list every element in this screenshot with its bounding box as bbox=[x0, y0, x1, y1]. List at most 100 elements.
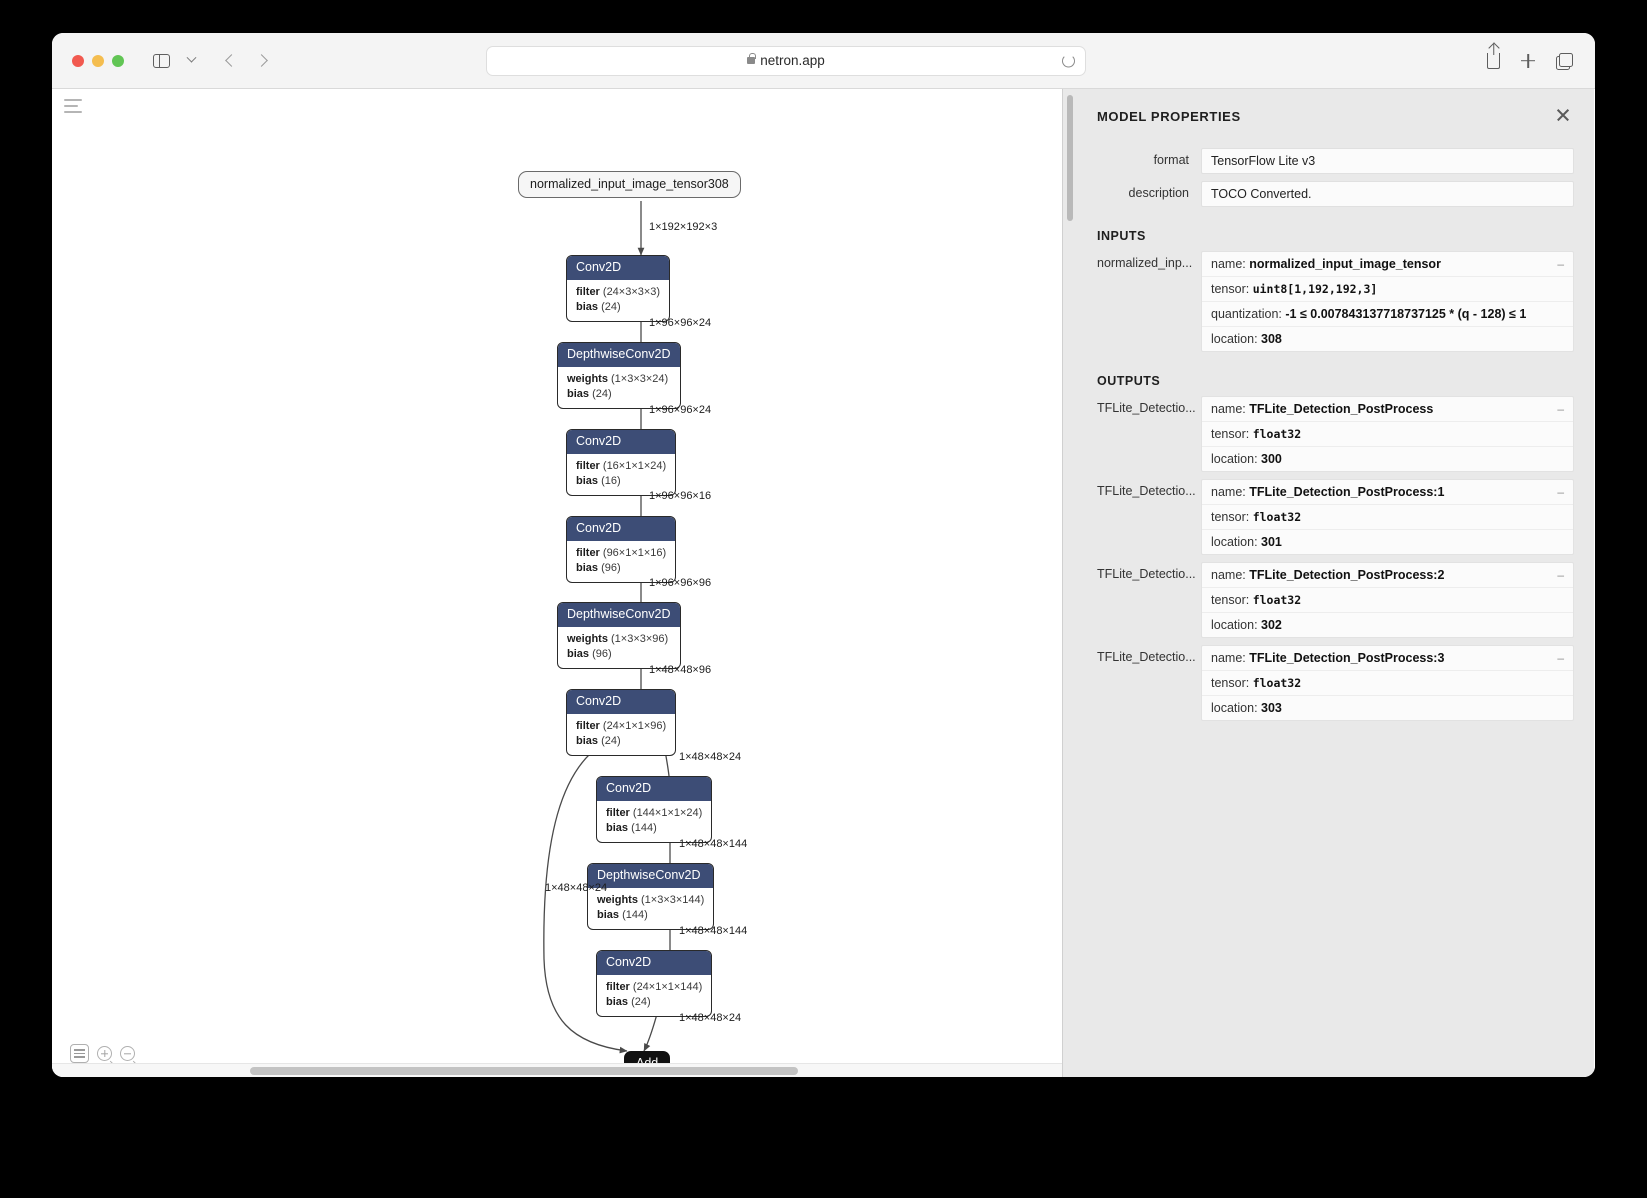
property-row-description: description TOCO Converted. bbox=[1097, 181, 1574, 207]
properties-scrollbar-thumb[interactable] bbox=[1067, 95, 1073, 221]
graph-node-conv2d-2[interactable]: Conv2D filter (16×1×1×24) bias (16) bbox=[566, 429, 677, 497]
zoom-in-button[interactable] bbox=[97, 1046, 112, 1061]
node-attr-value: (144) bbox=[622, 909, 648, 922]
share-icon[interactable] bbox=[1487, 52, 1500, 69]
node-attr-value: (24) bbox=[631, 996, 651, 1009]
node-attr-key: filter bbox=[606, 981, 630, 994]
sidebar-dropdown-button[interactable] bbox=[176, 47, 206, 75]
maximize-window-button[interactable] bbox=[112, 54, 124, 67]
node-attr-value: (1×3×3×96) bbox=[611, 633, 669, 646]
input-card[interactable]: – name: normalized_input_image_tensor te… bbox=[1201, 251, 1574, 352]
collapse-toggle[interactable]: – bbox=[1557, 568, 1564, 582]
node-attr-value: (24) bbox=[601, 735, 621, 748]
field-key: location: bbox=[1211, 535, 1262, 549]
field-value: TFLite_Detection_PostProcess:3 bbox=[1249, 651, 1445, 665]
graph-node-conv2d-4[interactable]: Conv2D filter (24×1×1×96) bias (24) bbox=[566, 689, 677, 757]
minimize-window-button[interactable] bbox=[92, 54, 104, 67]
output-name-label: TFLite_Detectio... bbox=[1097, 567, 1196, 581]
plus-icon[interactable] bbox=[1520, 53, 1536, 69]
output-card[interactable]: – name: TFLite_Detection_PostProcess:1 t… bbox=[1201, 479, 1574, 555]
property-row-format: format TensorFlow Lite v3 bbox=[1097, 148, 1574, 174]
collapse-toggle[interactable]: – bbox=[1557, 257, 1564, 271]
node-attr-key: bias bbox=[567, 648, 590, 661]
field-value: TFLite_Detection_PostProcess bbox=[1249, 402, 1434, 416]
output-field-location: location: 301 bbox=[1202, 530, 1573, 554]
output-field-location: location: 300 bbox=[1202, 447, 1573, 471]
field-key: name: bbox=[1211, 257, 1250, 271]
graph-node-conv2d-3[interactable]: Conv2D filter (96×1×1×16) bias (96) bbox=[566, 516, 677, 584]
edge-label: 1×96×96×24 bbox=[649, 404, 712, 416]
field-value: TFLite_Detection_PostProcess:1 bbox=[1249, 485, 1445, 499]
graph-node-conv2d-5[interactable]: Conv2D filter (144×1×1×24) bias (144) bbox=[596, 776, 713, 844]
horizontal-scrollbar[interactable] bbox=[52, 1063, 1062, 1077]
reload-icon[interactable] bbox=[1062, 54, 1075, 67]
edge-label: 1×48×48×144 bbox=[679, 838, 748, 850]
node-type-label: Conv2D bbox=[597, 951, 712, 976]
node-attr-value: (144×1×1×24) bbox=[632, 807, 703, 820]
field-key: tensor: bbox=[1211, 593, 1253, 607]
graph-node-input[interactable]: normalized_input_image_tensor308 bbox=[518, 171, 741, 198]
output-entry: TFLite_Detectio... – name: TFLite_Detect… bbox=[1097, 562, 1574, 638]
node-type-label: DepthwiseConv2D bbox=[588, 864, 714, 889]
output-card[interactable]: – name: TFLite_Detection_PostProcess ten… bbox=[1201, 396, 1574, 472]
graph-node-depthwiseconv2d-2[interactable]: DepthwiseConv2D weights (1×3×3×96) bias … bbox=[557, 602, 681, 670]
collapse-toggle[interactable]: – bbox=[1557, 651, 1564, 665]
hamburger-menu-icon[interactable] bbox=[64, 99, 82, 113]
field-value: normalized_input_image_tensor bbox=[1249, 257, 1441, 271]
input-node-label: normalized_input_image_tensor308 bbox=[518, 171, 741, 198]
output-field-tensor: tensor: float32 bbox=[1202, 505, 1573, 530]
field-key: tensor: bbox=[1211, 282, 1253, 296]
field-key: tensor: bbox=[1211, 427, 1253, 441]
node-attr-key: filter bbox=[606, 807, 630, 820]
node-attr-value: (24×1×1×144) bbox=[632, 981, 703, 994]
forward-button[interactable] bbox=[246, 47, 276, 75]
sidebar-toggle-button[interactable] bbox=[146, 47, 176, 75]
field-key: name: bbox=[1211, 651, 1250, 665]
collapse-toggle[interactable]: – bbox=[1557, 402, 1564, 416]
input-field-location: location: 308 bbox=[1202, 327, 1573, 351]
output-field-name: name: TFLite_Detection_PostProcess bbox=[1202, 397, 1573, 422]
close-icon[interactable] bbox=[1555, 107, 1570, 122]
property-value[interactable]: TOCO Converted. bbox=[1201, 181, 1574, 207]
field-key: name: bbox=[1211, 485, 1250, 499]
graph-canvas[interactable]: normalized_input_image_tensor308 Conv2D … bbox=[52, 89, 1063, 1077]
node-attr-key: bias bbox=[576, 475, 599, 488]
zoom-out-button[interactable] bbox=[120, 1046, 135, 1061]
output-card[interactable]: – name: TFLite_Detection_PostProcess:2 t… bbox=[1201, 562, 1574, 638]
node-attr-value: (24) bbox=[592, 388, 612, 401]
lock-icon bbox=[747, 53, 756, 64]
property-label: description bbox=[1128, 186, 1189, 200]
back-button[interactable] bbox=[216, 47, 246, 75]
property-label: format bbox=[1153, 153, 1189, 167]
node-attr-value: (144) bbox=[631, 822, 657, 835]
output-card[interactable]: – name: TFLite_Detection_PostProcess:3 t… bbox=[1201, 645, 1574, 721]
address-bar[interactable]: netron.app bbox=[486, 45, 1086, 76]
horizontal-scrollbar-thumb[interactable] bbox=[250, 1067, 798, 1075]
graph-node-conv2d-6[interactable]: Conv2D filter (24×1×1×144) bias (24) bbox=[596, 950, 713, 1018]
properties-scrollbar[interactable] bbox=[1067, 95, 1073, 1069]
graph-node-conv2d-1[interactable]: Conv2D filter (24×3×3×3) bias (24) bbox=[566, 255, 671, 323]
output-entry: TFLite_Detectio... – name: TFLite_Detect… bbox=[1097, 396, 1574, 472]
node-attr-key: filter bbox=[576, 460, 600, 473]
node-attr-key: filter bbox=[576, 547, 600, 560]
page-body: normalized_input_image_tensor308 Conv2D … bbox=[52, 89, 1595, 1077]
properties-button[interactable] bbox=[70, 1044, 89, 1063]
window-controls bbox=[72, 54, 124, 67]
node-attr-key: bias bbox=[597, 909, 620, 922]
node-attr-value: (96×1×1×16) bbox=[602, 547, 667, 560]
node-attr-value: (24) bbox=[601, 301, 621, 314]
field-value: 301 bbox=[1261, 535, 1282, 549]
graph-node-depthwiseconv2d-3[interactable]: DepthwiseConv2D weights (1×3×3×144) bias… bbox=[587, 863, 715, 931]
edge-label: 1×192×192×3 bbox=[649, 221, 718, 233]
close-window-button[interactable] bbox=[72, 54, 84, 67]
tabs-icon[interactable] bbox=[1556, 52, 1573, 70]
edge-label: 1×96×96×96 bbox=[649, 577, 712, 589]
node-attr-value: (96) bbox=[592, 648, 612, 661]
graph-node-depthwiseconv2d-1[interactable]: DepthwiseConv2D weights (1×3×3×24) bias … bbox=[557, 342, 681, 410]
section-title-inputs: INPUTS bbox=[1097, 229, 1146, 243]
collapse-toggle[interactable]: – bbox=[1557, 485, 1564, 499]
properties-header: MODEL PROPERTIES bbox=[1097, 107, 1574, 124]
property-value[interactable]: TensorFlow Lite v3 bbox=[1201, 148, 1574, 174]
back-arrow-icon bbox=[224, 54, 238, 67]
output-name-label: TFLite_Detectio... bbox=[1097, 650, 1196, 664]
